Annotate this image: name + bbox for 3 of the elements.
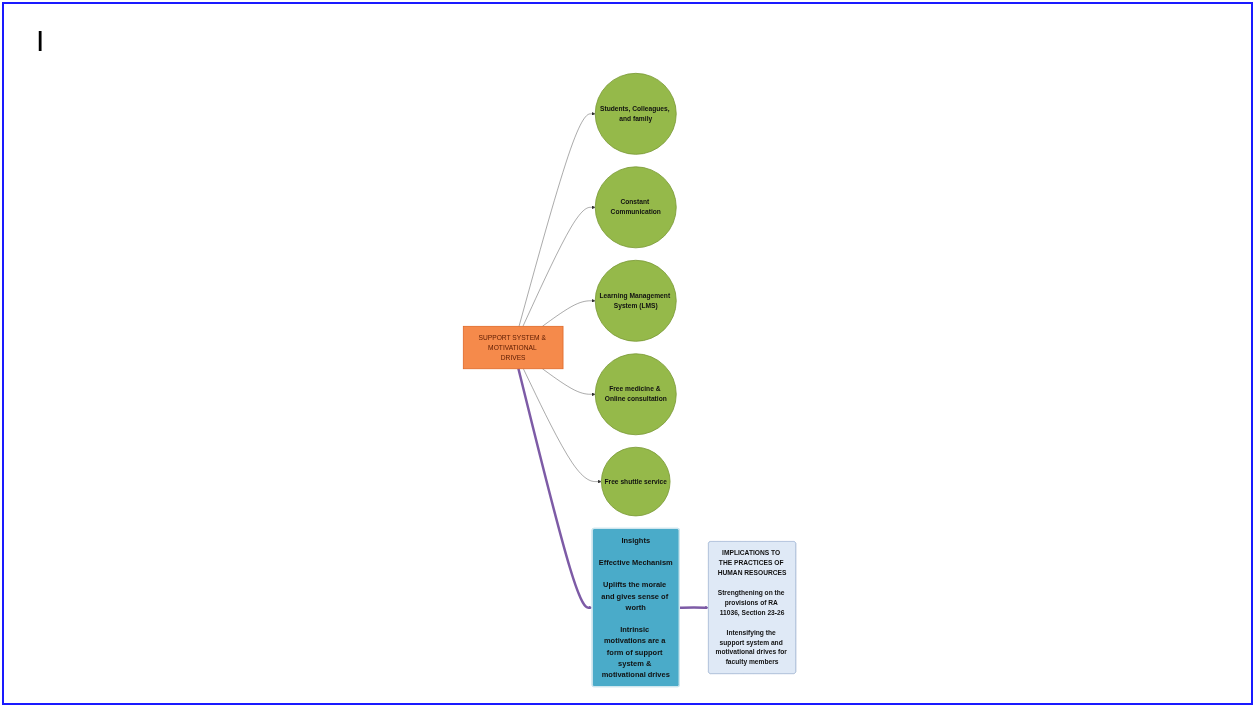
- text-label: I: [36, 24, 45, 57]
- arrow: [517, 368, 593, 610]
- arrow: [680, 605, 710, 610]
